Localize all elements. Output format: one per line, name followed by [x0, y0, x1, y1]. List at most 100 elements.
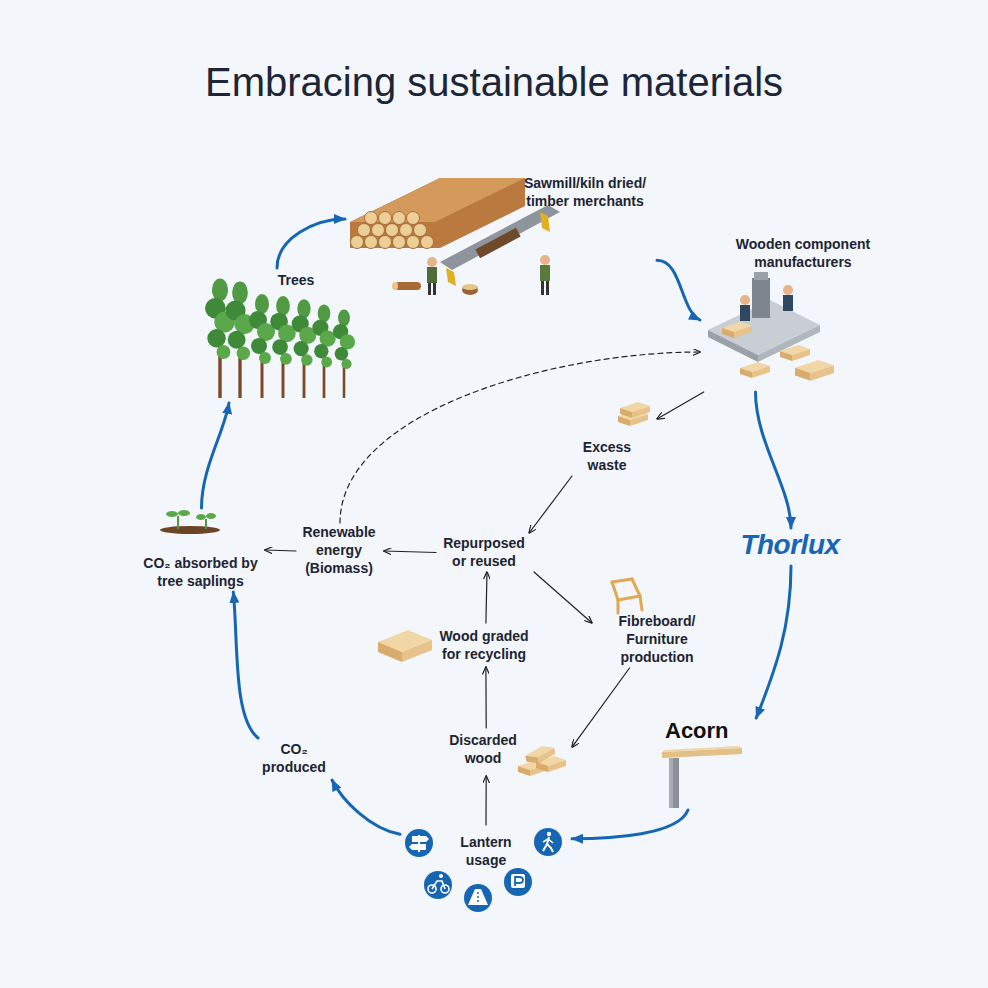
illustration-part [205, 519, 207, 529]
node-label: Discarded wood [440, 731, 526, 767]
graded-wood-illustration [378, 630, 432, 662]
node-label: CO₂ absorbed by tree saplings [138, 554, 263, 590]
illustration-part [270, 296, 295, 398]
diagram-node: CO₂ produced [258, 738, 332, 780]
illustration-part [433, 283, 436, 295]
illustration-part [427, 267, 437, 283]
diagram-node: Repurposed or reused [436, 533, 534, 572]
diagram-node: Wooden component manufacturers [700, 232, 885, 392]
illustration-part [541, 281, 544, 295]
node-label: Repurposed or reused [436, 534, 532, 570]
illustration-part [409, 844, 426, 850]
illustration-part [395, 282, 421, 290]
illustration-part [511, 874, 525, 888]
illustration-part [795, 360, 834, 381]
illustration-part [783, 295, 793, 311]
illustration-part [740, 362, 770, 378]
cycle-arrow [277, 219, 345, 268]
node-label: CO₂ produced [258, 740, 330, 776]
illustration-part [612, 579, 632, 582]
illustration-part [177, 516, 179, 529]
illustration-part [393, 236, 406, 249]
illustration-part [475, 228, 520, 258]
factory-illustration [708, 272, 834, 381]
diagram-node: Thorlux [725, 528, 857, 566]
saplings-illustration [160, 510, 220, 534]
illustration-part [379, 212, 392, 225]
illustration-part [477, 892, 479, 903]
illustration-part [427, 257, 437, 267]
illustration-part [351, 236, 364, 249]
illustration-part [249, 294, 275, 398]
illustration-part [412, 836, 429, 842]
illustration-part [393, 212, 406, 225]
diagram-node: Wood graded for recycling [372, 623, 537, 667]
flow-arrow [485, 776, 486, 825]
flow-arrow [572, 668, 630, 747]
diagram-node: CO₂ absorbed by tree saplings [138, 508, 265, 592]
illustration-part [414, 224, 427, 237]
flow-arrow [486, 572, 487, 623]
illustration-part [358, 224, 371, 237]
illustration-part [547, 832, 551, 836]
flow-arrow [340, 352, 700, 523]
node-label: Wood graded for recycling [434, 627, 534, 663]
illustration-part [405, 829, 433, 857]
illustration-part [392, 282, 398, 290]
illustration-part [662, 746, 742, 752]
illustration-part [402, 640, 432, 662]
illustration-part [365, 212, 378, 225]
illustration-part [540, 255, 550, 265]
diagram-node: Acorn [655, 718, 765, 810]
illustration-part [196, 514, 206, 520]
planks-illustration [618, 402, 650, 426]
illustration-part [462, 285, 478, 295]
illustration-part [351, 212, 434, 249]
illustration-part [740, 305, 750, 321]
cycle-arrow [572, 810, 688, 839]
chair-illustration [612, 579, 642, 613]
illustration-part [407, 236, 420, 249]
node-label: Renewable energy (Biomass) [296, 523, 382, 577]
illustration-part [722, 322, 752, 338]
discarded-wood-illustration [518, 744, 566, 776]
illustration-part [446, 268, 456, 286]
illustration-part [740, 295, 750, 305]
illustration-part [421, 236, 434, 249]
cycle-arrow [657, 260, 700, 320]
illustration-part [752, 278, 770, 318]
illustration-part [378, 642, 402, 662]
flow-arrow [485, 667, 487, 728]
diagram-node: Sawmill/kiln dried/ timber merchants [345, 160, 657, 278]
illustration-part [534, 828, 562, 856]
node-label: Excess waste [577, 438, 637, 474]
illustration-part [166, 511, 178, 517]
illustration-part [386, 224, 399, 237]
node-label: Wooden component manufacturers [728, 235, 878, 271]
node-label: Fibreboard/ Furniture production [607, 612, 707, 666]
illustration-part [669, 758, 679, 808]
illustration-part [372, 224, 385, 237]
illustration-part [439, 874, 443, 878]
illustration-part [160, 526, 220, 534]
acorn-lantern-illustration [662, 746, 742, 808]
flow-arrow [529, 476, 572, 533]
illustration-part [292, 299, 317, 398]
illustration-part [462, 284, 478, 290]
cycle-arrow [756, 566, 791, 718]
brand-logo-text: Thorlux [725, 528, 855, 562]
illustration-part [780, 345, 810, 361]
illustration-part [379, 236, 392, 249]
illustration-part [504, 868, 532, 896]
diagram-node: Excess waste [572, 400, 657, 476]
flow-arrow [534, 572, 592, 623]
illustration-part [464, 884, 492, 912]
illustration-part [206, 513, 216, 519]
illustration-part [424, 871, 452, 899]
flow-arrow [657, 392, 704, 419]
illustration-part [540, 212, 550, 232]
node-label: Sawmill/kiln dried/ timber merchants [515, 174, 655, 210]
illustration-part [546, 281, 549, 295]
diagram-node: Fibreboard/ Furniture production [592, 578, 717, 668]
illustration-part [620, 402, 650, 418]
